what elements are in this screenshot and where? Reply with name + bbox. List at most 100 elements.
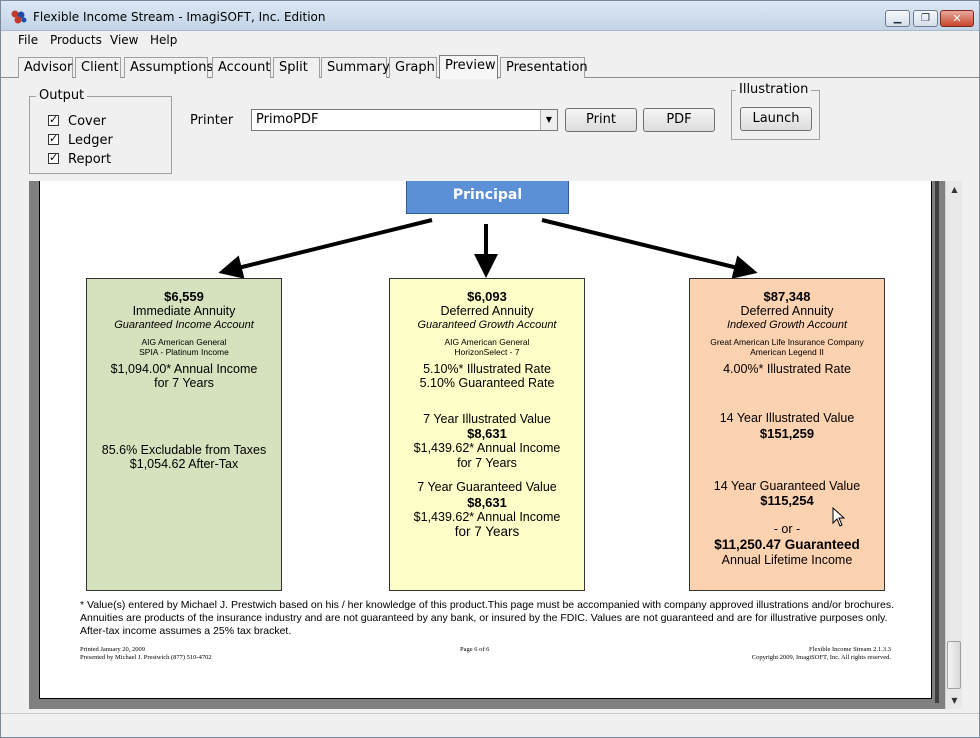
tab-preview[interactable]: Preview [439, 55, 498, 79]
indexed-annuity-box: $87,348 Deferred Annuity Indexed Growth … [689, 278, 885, 591]
box-company: AIG American General [444, 336, 530, 347]
box-type: Deferred Annuity [440, 304, 534, 318]
minimize-button[interactable]: ▁ [885, 10, 910, 27]
app-logo-icon [11, 10, 27, 24]
printer-value: PrimoPDF [256, 112, 319, 127]
cover-label: Cover [68, 114, 107, 129]
box-amount: $6,093 [467, 289, 507, 304]
report-label: Report [68, 152, 112, 167]
box-line: Annual Lifetime Income [721, 552, 853, 567]
scroll-down-icon[interactable]: ▼ [951, 696, 958, 705]
presented-by: Presented by Michael J. Prestwich (877) … [80, 654, 212, 661]
box-type: Immediate Annuity [132, 304, 236, 318]
minimize-icon: ▁ [893, 13, 902, 24]
disclaimer-footnote: * Value(s) entered by Michael J. Prestwi… [80, 599, 894, 637]
box-amount: $87,348 [763, 289, 811, 304]
box-product: HorizonSelect - 7 [454, 346, 520, 357]
tab-assumptions[interactable]: Assumptions [124, 57, 213, 78]
box-product: SPIA - Platinum Income [139, 346, 229, 357]
scroll-up-icon[interactable]: ▲ [951, 185, 958, 194]
box-line: for 7 Years [457, 455, 517, 470]
tab-bar: Advisor Client Assumptions Account Split… [1, 51, 979, 79]
status-bar [1, 713, 979, 737]
box-line: $151,259 [759, 425, 815, 441]
print-button[interactable]: Print [565, 108, 637, 132]
box-line: - or - [773, 522, 801, 536]
restore-icon: ❐ [921, 13, 930, 24]
box-line: 5.10%* Illustrated Rate [423, 361, 551, 376]
ledger-label: Ledger [68, 133, 113, 148]
cover-checkbox[interactable]: Cover [48, 113, 107, 130]
checkbox-checked-icon [48, 113, 59, 126]
output-group: Output Cover Ledger Report [29, 88, 172, 174]
flow-arrows [218, 218, 758, 279]
box-line: $1,094.00* Annual Income [110, 361, 258, 376]
page-number: Page 6 of 6 [460, 646, 490, 653]
vertical-scrollbar[interactable]: ▲ ▼ [945, 181, 962, 709]
window-title: Flexible Income Stream - ImagiSOFT, Inc.… [33, 10, 326, 24]
report-page: Principal $6,559 Immediate Annuity Guara… [39, 181, 932, 699]
box-line: 7 Year Illustrated Value [423, 411, 551, 426]
tab-split[interactable]: Split [273, 57, 320, 78]
ledger-checkbox[interactable]: Ledger [48, 132, 113, 149]
box-line: $11,250.47 Guaranteed [714, 536, 860, 552]
box-line: for 7 Years [154, 376, 214, 390]
box-line: $1,439.62* Annual Income [413, 441, 561, 455]
menu-view[interactable]: View [110, 33, 139, 47]
app-version: Flexible Income Stream 2.1.3.3 [809, 646, 891, 653]
tab-advisor[interactable]: Advisor [18, 57, 73, 78]
arrow-right [541, 218, 758, 279]
box-line: $1,054.62 After-Tax [129, 457, 239, 471]
tab-graph[interactable]: Graph [389, 57, 437, 78]
restore-button[interactable]: ❐ [913, 10, 938, 27]
checkbox-checked-icon [48, 151, 59, 164]
tab-account[interactable]: Account [212, 57, 271, 78]
checkbox-checked-icon [48, 132, 59, 145]
box-type: Deferred Annuity [740, 304, 834, 318]
box-company: Great American Life Insurance Company [710, 336, 864, 347]
pdf-button[interactable]: PDF [643, 108, 715, 132]
box-account: Guaranteed Growth Account [417, 318, 557, 331]
immediate-annuity-box: $6,559 Immediate Annuity Guaranteed Inco… [86, 278, 282, 591]
menu-help[interactable]: Help [150, 33, 178, 47]
footer-copyright-info: Flexible Income Stream 2.1.3.3 Copyright… [752, 646, 891, 662]
deferred-annuity-box: $6,093 Deferred Annuity Guaranteed Growt… [389, 278, 585, 591]
launch-button[interactable]: Launch [740, 107, 812, 131]
scroll-thumb[interactable] [947, 641, 961, 689]
box-line: $8,631 [467, 426, 507, 441]
box-line: 14 Year Guaranteed Value [713, 478, 861, 493]
box-amount: $6,559 [164, 289, 204, 304]
printer-select[interactable]: PrimoPDF ▼ [251, 109, 558, 131]
box-line: 4.00%* Illustrated Rate [723, 361, 851, 376]
title-bar[interactable]: Flexible Income Stream - ImagiSOFT, Inc.… [1, 1, 979, 31]
printer-label: Printer [190, 113, 234, 128]
page-shadow [935, 181, 939, 703]
box-account: Indexed Growth Account [726, 318, 848, 331]
printed-date: Printed January 20, 2009 [80, 646, 145, 653]
arrow-left [218, 218, 433, 279]
menu-bar: File Products View Help [1, 31, 979, 50]
menu-file[interactable]: File [18, 33, 39, 47]
footer-printed-info: Printed January 20, 2009 Presented by Mi… [80, 646, 212, 662]
close-button[interactable]: ✕ [940, 10, 974, 27]
illustration-group: Illustration Launch [731, 82, 820, 140]
box-line: for 7 Years [454, 524, 520, 539]
report-preview[interactable]: Principal $6,559 Immediate Annuity Guara… [29, 181, 945, 709]
box-product: American Legend II [750, 346, 824, 357]
box-line: 14 Year Illustrated Value [719, 411, 855, 425]
tab-client[interactable]: Client [75, 57, 121, 78]
menu-products[interactable]: Products [50, 33, 102, 47]
box-company: AIG American General [141, 336, 227, 347]
tab-presentation[interactable]: Presentation [500, 57, 588, 78]
report-checkbox[interactable]: Report [48, 151, 112, 168]
output-legend: Output [36, 88, 88, 103]
box-line: $115,254 [760, 493, 814, 508]
chevron-down-icon[interactable]: ▼ [540, 110, 557, 130]
box-line: 5.10% Guaranteed Rate [419, 376, 555, 390]
tab-summary[interactable]: Summary [321, 57, 390, 78]
box-line: 7 Year Guaranteed Value [417, 480, 557, 494]
close-icon: ✕ [952, 12, 962, 25]
box-account: Guaranteed Income Account [114, 318, 254, 331]
mouse-cursor-icon [832, 507, 846, 527]
